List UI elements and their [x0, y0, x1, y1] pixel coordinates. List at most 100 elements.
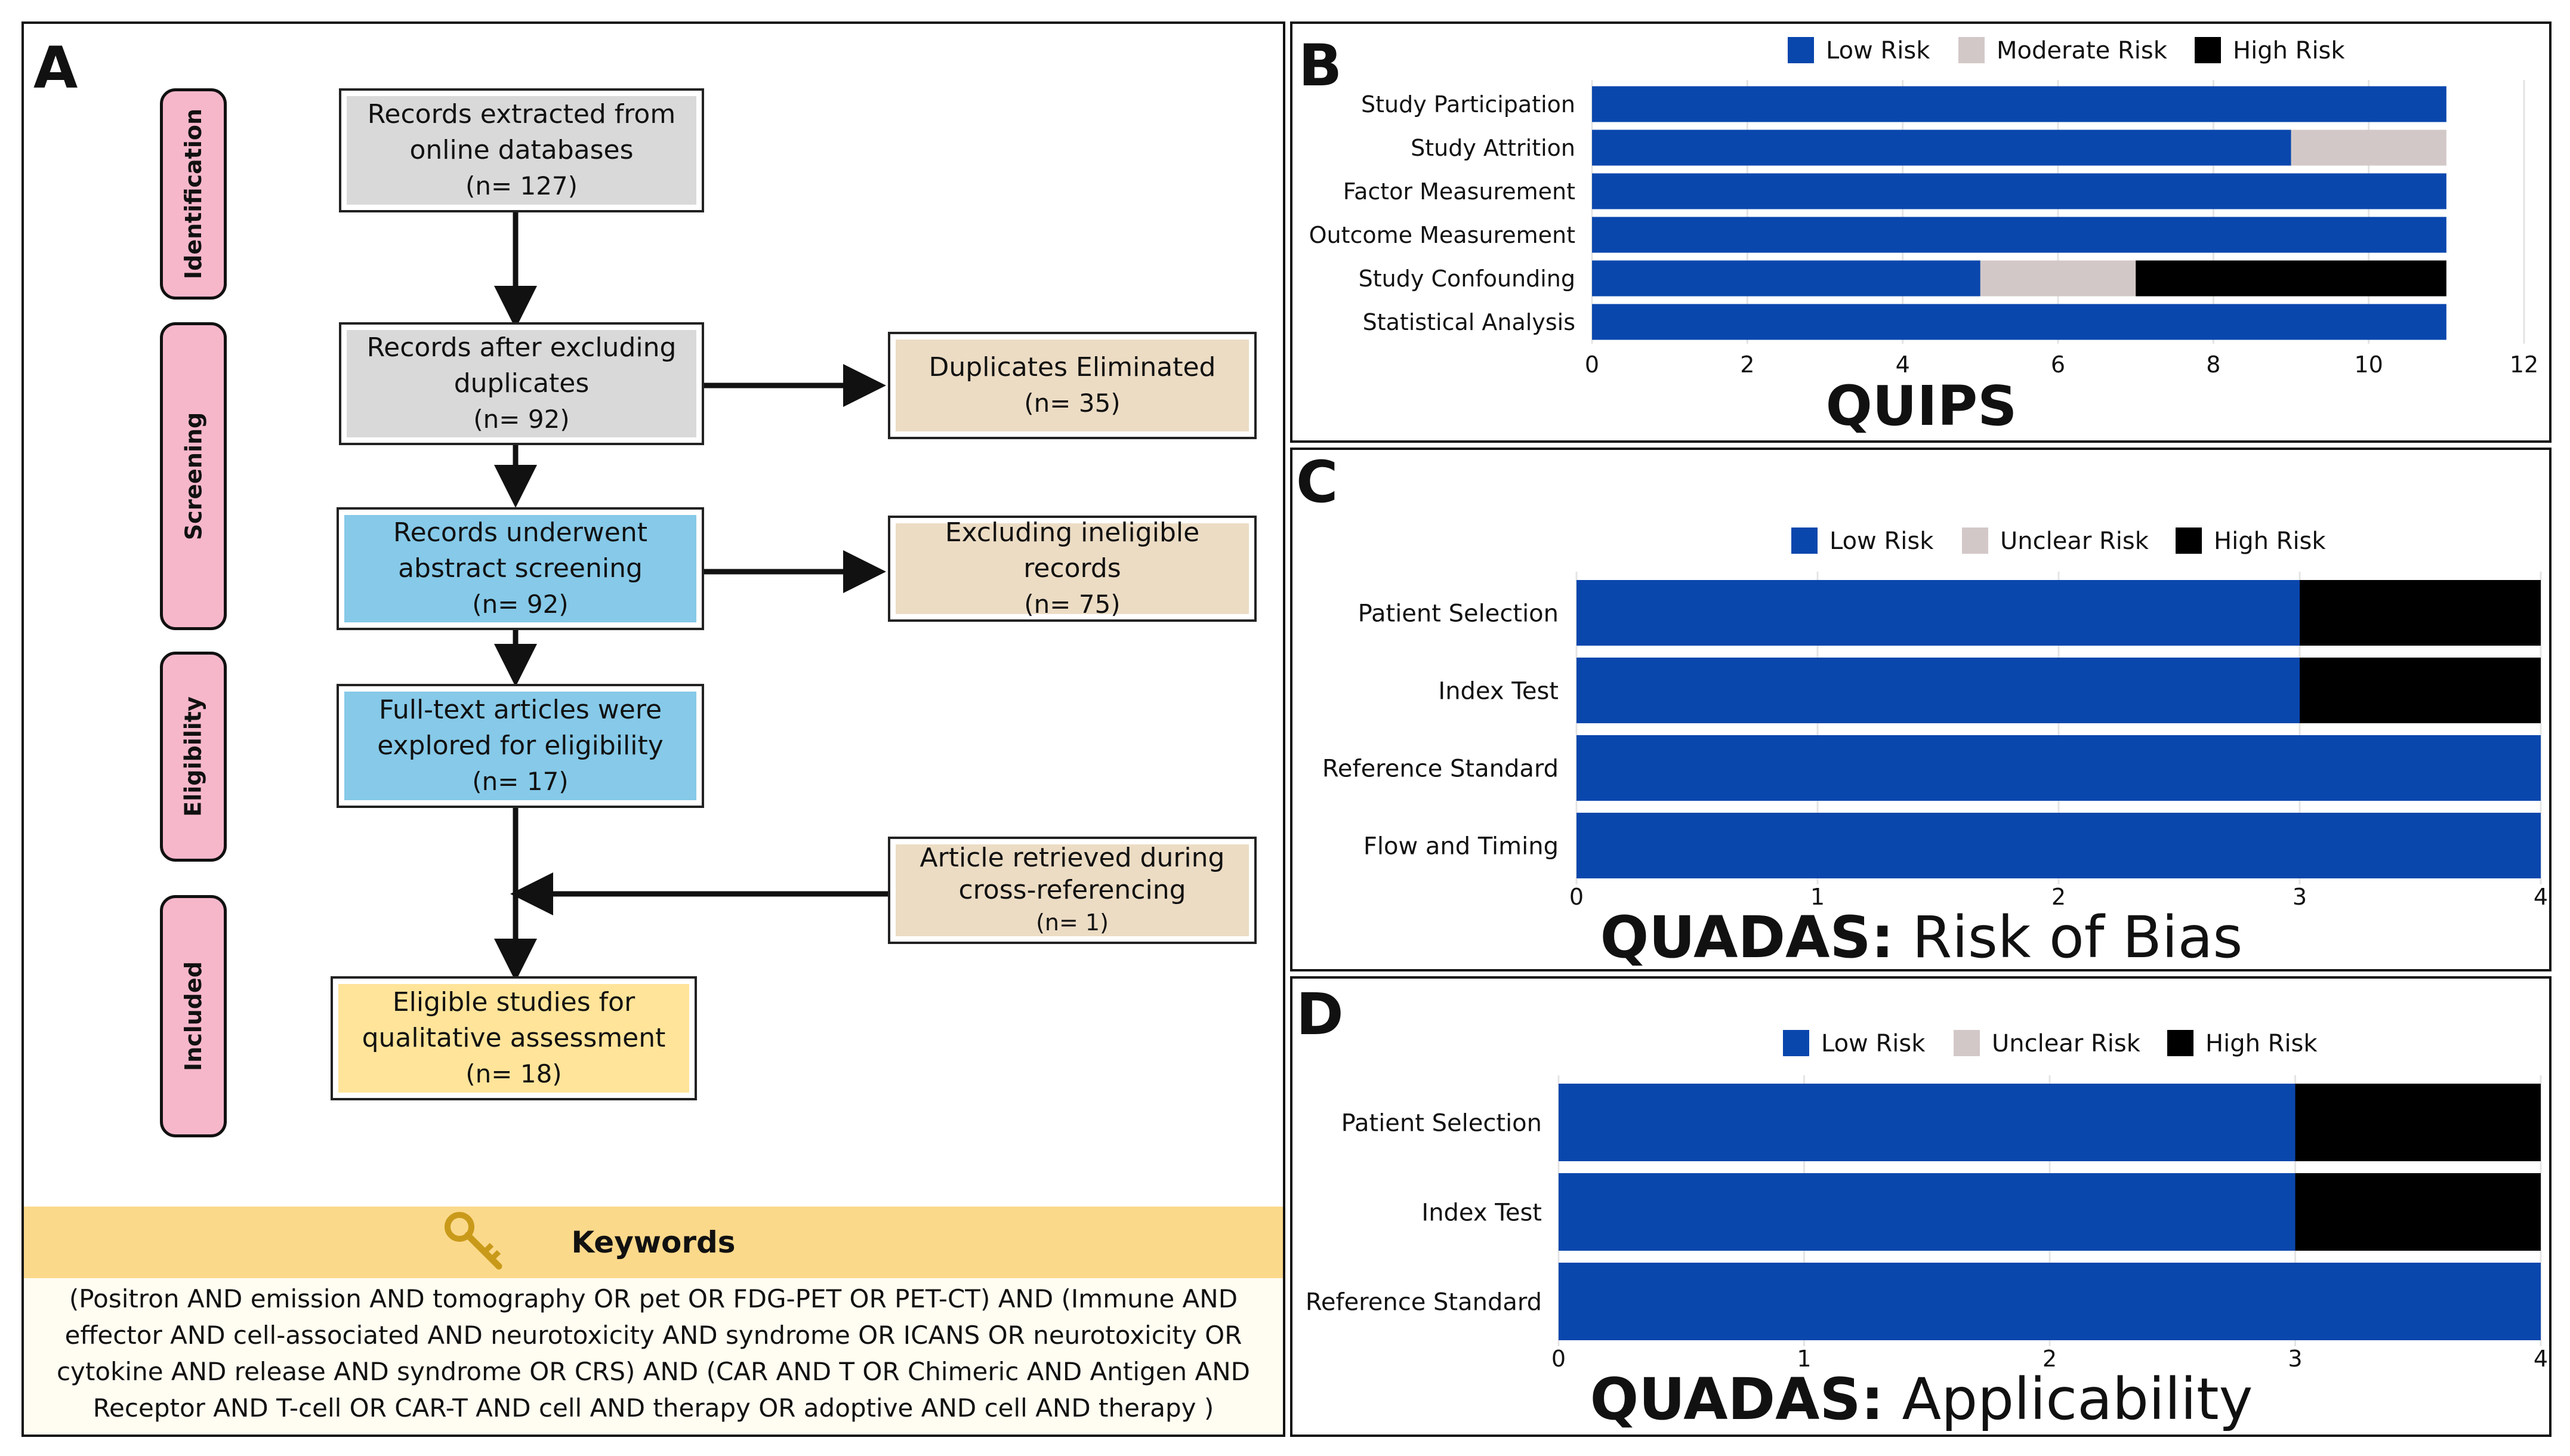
stage-eligibility: Eligibility [160, 652, 227, 862]
x-tick-label: 4 [2534, 1346, 2548, 1372]
bar-segment [1559, 1173, 2296, 1251]
box-count: (n= 75) [1024, 590, 1121, 619]
box-excluding-ineligible: Excluding ineligible records (n= 75) [888, 516, 1257, 622]
x-tick-label: 2 [2051, 884, 2066, 910]
x-tick-label: 3 [2293, 884, 2307, 910]
bar-segment [1592, 260, 1980, 297]
legend-label: Moderate Risk [1997, 37, 2168, 64]
category-label: Index Test [1438, 677, 1559, 705]
category-label: Patient Selection [1341, 1109, 1542, 1137]
box-line: explored for eligibility [377, 730, 664, 761]
chart-title: QUADAS: Applicability [1590, 1366, 2253, 1433]
bar-segment [1576, 658, 2300, 723]
category-label: Index Test [1421, 1199, 1542, 1226]
box-line: Records extracted from [367, 99, 676, 129]
chart-title: QUIPS [1826, 374, 2017, 438]
bar-segment [2291, 129, 2446, 166]
category-label: Reference Standard [1306, 1288, 1542, 1316]
panel-c-label: C [1296, 449, 1338, 516]
stage-identification: Identification [160, 88, 227, 300]
x-tick-label: 0 [1569, 884, 1584, 910]
legend-label: Low Risk [1821, 1030, 1926, 1057]
chart-title-bold: QUADAS: [1590, 1366, 1884, 1433]
box-records-after-duplicates: Records after excluding duplicates (n= 9… [339, 322, 704, 445]
category-label: Outcome Measurement [1309, 222, 1575, 248]
box-abstract-screening: Records underwent abstract screening (n=… [337, 507, 704, 630]
keywords-text: (Positron AND emission AND tomography OR… [24, 1278, 1283, 1435]
legend-label: High Risk [2214, 528, 2326, 555]
chart-title-bold: QUIPS [1826, 374, 2017, 438]
bar-segment [1576, 580, 2300, 646]
box-line: Full-text articles were [378, 695, 662, 725]
box-eligible-studies: Eligible studies for qualitative assessm… [331, 976, 697, 1100]
legend-swatch [1788, 37, 1814, 63]
box-count: (n= 92) [472, 590, 569, 619]
box-fulltext: Full-text articles were explored for eli… [337, 684, 704, 808]
x-tick-label: 0 [1585, 351, 1599, 378]
legend-swatch [1783, 1030, 1809, 1056]
x-tick-label: 0 [1551, 1346, 1566, 1372]
bar-segment [1576, 735, 2541, 801]
legend-swatch [2167, 1030, 2193, 1056]
bar-segment [2295, 1173, 2541, 1251]
category-label: Study Confounding [1359, 266, 1575, 292]
legend-label: Unclear Risk [2000, 528, 2149, 555]
key-icon [445, 1212, 502, 1270]
x-tick-label: 8 [2206, 351, 2220, 378]
legend-swatch [1962, 528, 1988, 554]
x-tick-label: 4 [2534, 884, 2548, 910]
box-count: (n= 92) [473, 405, 570, 434]
panel-d-label: D [1296, 981, 1344, 1048]
legend-label: Low Risk [1829, 528, 1934, 555]
box-line: Eligible studies for [392, 987, 635, 1017]
legend-label: High Risk [2233, 37, 2345, 64]
legend-label: High Risk [2205, 1030, 2318, 1057]
x-tick-label: 10 [2354, 351, 2383, 378]
legend-swatch [2195, 37, 2221, 63]
box-line: Records after excluding [366, 332, 677, 363]
stage-screening: Screening [160, 322, 227, 630]
box-line: Duplicates Eliminated [928, 352, 1216, 382]
x-tick-label: 2 [1740, 351, 1754, 378]
box-count: (n= 17) [472, 767, 569, 796]
x-tick-label: 1 [1797, 1346, 1811, 1372]
bar-segment [1559, 1084, 2296, 1161]
legend-swatch [1954, 1030, 1980, 1056]
category-label: Flow and Timing [1363, 832, 1559, 860]
x-tick-label: 6 [2051, 351, 2065, 378]
chart-title-rest: Applicability [1884, 1366, 2253, 1433]
x-tick-label: 3 [2288, 1346, 2302, 1372]
box-count: (n= 127) [465, 171, 578, 200]
category-label: Patient Selection [1358, 600, 1559, 627]
keywords-header: Keywords [24, 1207, 1283, 1278]
box-line: Article retrieved during [920, 843, 1225, 873]
bar-segment [1576, 813, 2541, 878]
bar-segment [1559, 1263, 2541, 1340]
box-count: (n= 18) [465, 1059, 562, 1088]
bar-segment [1592, 217, 2446, 253]
bar-segment [1980, 260, 2136, 297]
bar-segment [2136, 260, 2446, 297]
bar-segment [1592, 304, 2446, 340]
box-count: (n= 35) [1024, 388, 1121, 418]
bar-segment [1592, 86, 2446, 122]
box-line: Excluding ineligible records [945, 517, 1200, 584]
keywords-title: Keywords [571, 1225, 736, 1260]
box-line: qualitative assessment [362, 1023, 666, 1053]
legend-swatch [2176, 528, 2202, 554]
legend-label: Low Risk [1826, 37, 1930, 64]
x-tick-label: 1 [1810, 884, 1825, 910]
category-label: Study Attrition [1411, 135, 1575, 161]
box-line: Records underwent [393, 517, 647, 548]
panel-b-label: B [1298, 32, 1343, 99]
box-line: online databases [409, 135, 634, 165]
box-line: cross-referencing [958, 875, 1186, 905]
panel-a-label: A [33, 35, 78, 101]
box-duplicates-eliminated: Duplicates Eliminated (n= 35) [888, 332, 1257, 439]
x-tick-label: 2 [2043, 1346, 2057, 1372]
chart-title: QUADAS: Risk of Bias [1600, 904, 2243, 971]
x-tick-label: 12 [2510, 351, 2538, 378]
bar-segment [2300, 580, 2541, 646]
